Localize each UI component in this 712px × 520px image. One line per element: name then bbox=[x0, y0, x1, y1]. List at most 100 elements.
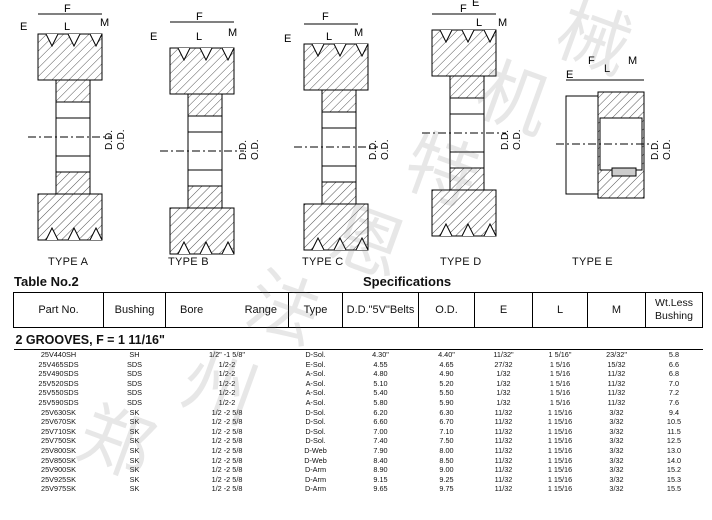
header-weight: Wt.Less Bushing bbox=[645, 292, 703, 328]
cell-bore-range: 1/2-2 bbox=[218, 359, 236, 369]
cell-weight: 7.0 bbox=[668, 378, 680, 388]
cell-od: 6.70 bbox=[439, 417, 454, 427]
cell-od: 4.90 bbox=[439, 369, 454, 379]
cell-dd: 4.55 bbox=[373, 359, 388, 369]
cell-bushing: SDS bbox=[126, 388, 142, 398]
type-b-label: TYPE B bbox=[168, 256, 209, 268]
cell-l: 1 5/16 bbox=[549, 359, 571, 369]
cell-od: 6.30 bbox=[439, 407, 454, 417]
cell-e: 11/32 bbox=[494, 426, 513, 436]
cell-part-no: 25V590SDS bbox=[38, 397, 79, 407]
header-row: Part No. Bushing Bore Range Type D.D."5V… bbox=[13, 292, 703, 328]
cell-weight: 14.0 bbox=[666, 455, 682, 465]
cell-type: D-Sol. bbox=[305, 350, 326, 359]
cell-dd: 5.10 bbox=[373, 378, 388, 388]
dim-od-e: O.D. bbox=[662, 139, 673, 160]
type-a-label: TYPE A bbox=[48, 256, 89, 268]
cell-weight: 15.3 bbox=[666, 474, 682, 484]
cell-od: 4.65 bbox=[439, 359, 454, 369]
cell-bore-range: 1/2 -2 5/8 bbox=[211, 407, 243, 417]
cell-od: 8.00 bbox=[439, 445, 454, 455]
dim-f-b: F bbox=[196, 11, 203, 23]
cell-dd: 7.00 bbox=[373, 426, 388, 436]
cell-bore-range: 1/2 -2 5/8 bbox=[211, 445, 243, 455]
cell-l: 1 15/16 bbox=[547, 474, 573, 484]
cell-l: 1 5/16 bbox=[549, 369, 571, 379]
header-e: E bbox=[474, 292, 533, 328]
group-header-row: 2 GROOVES, F = 1 11/16" bbox=[13, 327, 703, 350]
cell-od: 5.20 bbox=[439, 378, 454, 388]
dim-f-d: F bbox=[460, 3, 467, 15]
type-b-drawing: F E L M D.D. O.D. bbox=[150, 11, 261, 255]
cell-bore-range: 1/2-2 bbox=[218, 397, 236, 407]
cell-e: 1/32 bbox=[496, 369, 511, 379]
cell-bore-range: 1/2-2 bbox=[218, 388, 236, 398]
cell-l: 1 5/16 bbox=[549, 378, 571, 388]
cell-od: 5.90 bbox=[439, 397, 454, 407]
cell-dd: 7.90 bbox=[373, 445, 388, 455]
cell-m: 11/32 bbox=[607, 397, 626, 407]
dim-e-e: E bbox=[566, 69, 573, 81]
dim-l-e: L bbox=[604, 63, 610, 75]
cell-type: D-Arm bbox=[304, 465, 327, 475]
dim-e-c: E bbox=[284, 33, 291, 45]
cell-l: 1 15/16 bbox=[547, 426, 573, 436]
cell-l: 1 15/16 bbox=[547, 484, 573, 494]
cell-od: 9.75 bbox=[439, 484, 454, 494]
cell-weight: 12.5 bbox=[666, 436, 682, 446]
cell-bushing: SDS bbox=[126, 359, 142, 369]
cell-bushing: SK bbox=[129, 474, 140, 484]
cell-type: D-Sol. bbox=[305, 436, 326, 446]
cell-bore-range: 1/2 -2 5/8 bbox=[211, 455, 243, 465]
cell-bushing: SDS bbox=[126, 397, 142, 407]
cell-e: 11/32 bbox=[494, 445, 513, 455]
cell-weight: 13.0 bbox=[666, 445, 682, 455]
cell-dd: 5.40 bbox=[373, 388, 388, 398]
cell-e: 11/32 bbox=[494, 455, 513, 465]
cell-bushing: SK bbox=[129, 465, 140, 475]
cell-e: 27/32 bbox=[494, 359, 513, 369]
dim-dd-b: D.D. bbox=[238, 140, 249, 160]
cell-l: 1 15/16 bbox=[547, 417, 573, 427]
cell-l: 1 5/16 bbox=[549, 388, 571, 398]
header-weight-line2: Bushing bbox=[655, 310, 693, 322]
cell-bore-range: 1/2-2 bbox=[218, 369, 236, 379]
dim-m-e: M bbox=[628, 55, 637, 67]
header-weight-line1: Wt.Less bbox=[655, 297, 693, 309]
cell-m: 15/32 bbox=[607, 359, 626, 369]
cell-dd: 9.65 bbox=[373, 484, 388, 494]
cell-m: 3/32 bbox=[609, 407, 624, 417]
cell-part-no: 25V710SK bbox=[41, 426, 76, 436]
cell-m: 3/32 bbox=[609, 417, 624, 427]
dim-m-c: M bbox=[354, 27, 363, 39]
cell-m: 3/32 bbox=[609, 484, 624, 494]
cell-e: 11/32 bbox=[494, 407, 513, 417]
type-c-drawing: F E L M D.D. O.D. bbox=[284, 11, 391, 251]
header-l: L bbox=[532, 292, 588, 328]
cell-m: 11/32 bbox=[607, 369, 626, 379]
dim-dd-d: D.D. bbox=[500, 130, 511, 150]
dim-e-a: E bbox=[20, 21, 27, 33]
cell-part-no: 25V520SDS bbox=[38, 378, 79, 388]
cell-part-no: 25V850SK bbox=[41, 455, 76, 465]
cell-dd: 4.30" bbox=[372, 350, 389, 359]
dim-f-e: F bbox=[588, 55, 595, 67]
header-type: Type bbox=[288, 292, 343, 328]
dim-dd-a: D.D. bbox=[104, 130, 115, 150]
cell-bushing: SK bbox=[129, 484, 140, 494]
cell-part-no: 25V550SDS bbox=[38, 388, 79, 398]
cell-weight: 5.8 bbox=[668, 350, 680, 359]
cell-dd: 5.80 bbox=[373, 397, 388, 407]
cell-part-no: 25V465SDS bbox=[38, 359, 79, 369]
cell-type: A-Sol. bbox=[305, 369, 326, 379]
cell-m: 11/32 bbox=[607, 388, 626, 398]
dim-dd-c: D.D. bbox=[368, 140, 379, 160]
cell-weight: 6.6 bbox=[668, 359, 680, 369]
